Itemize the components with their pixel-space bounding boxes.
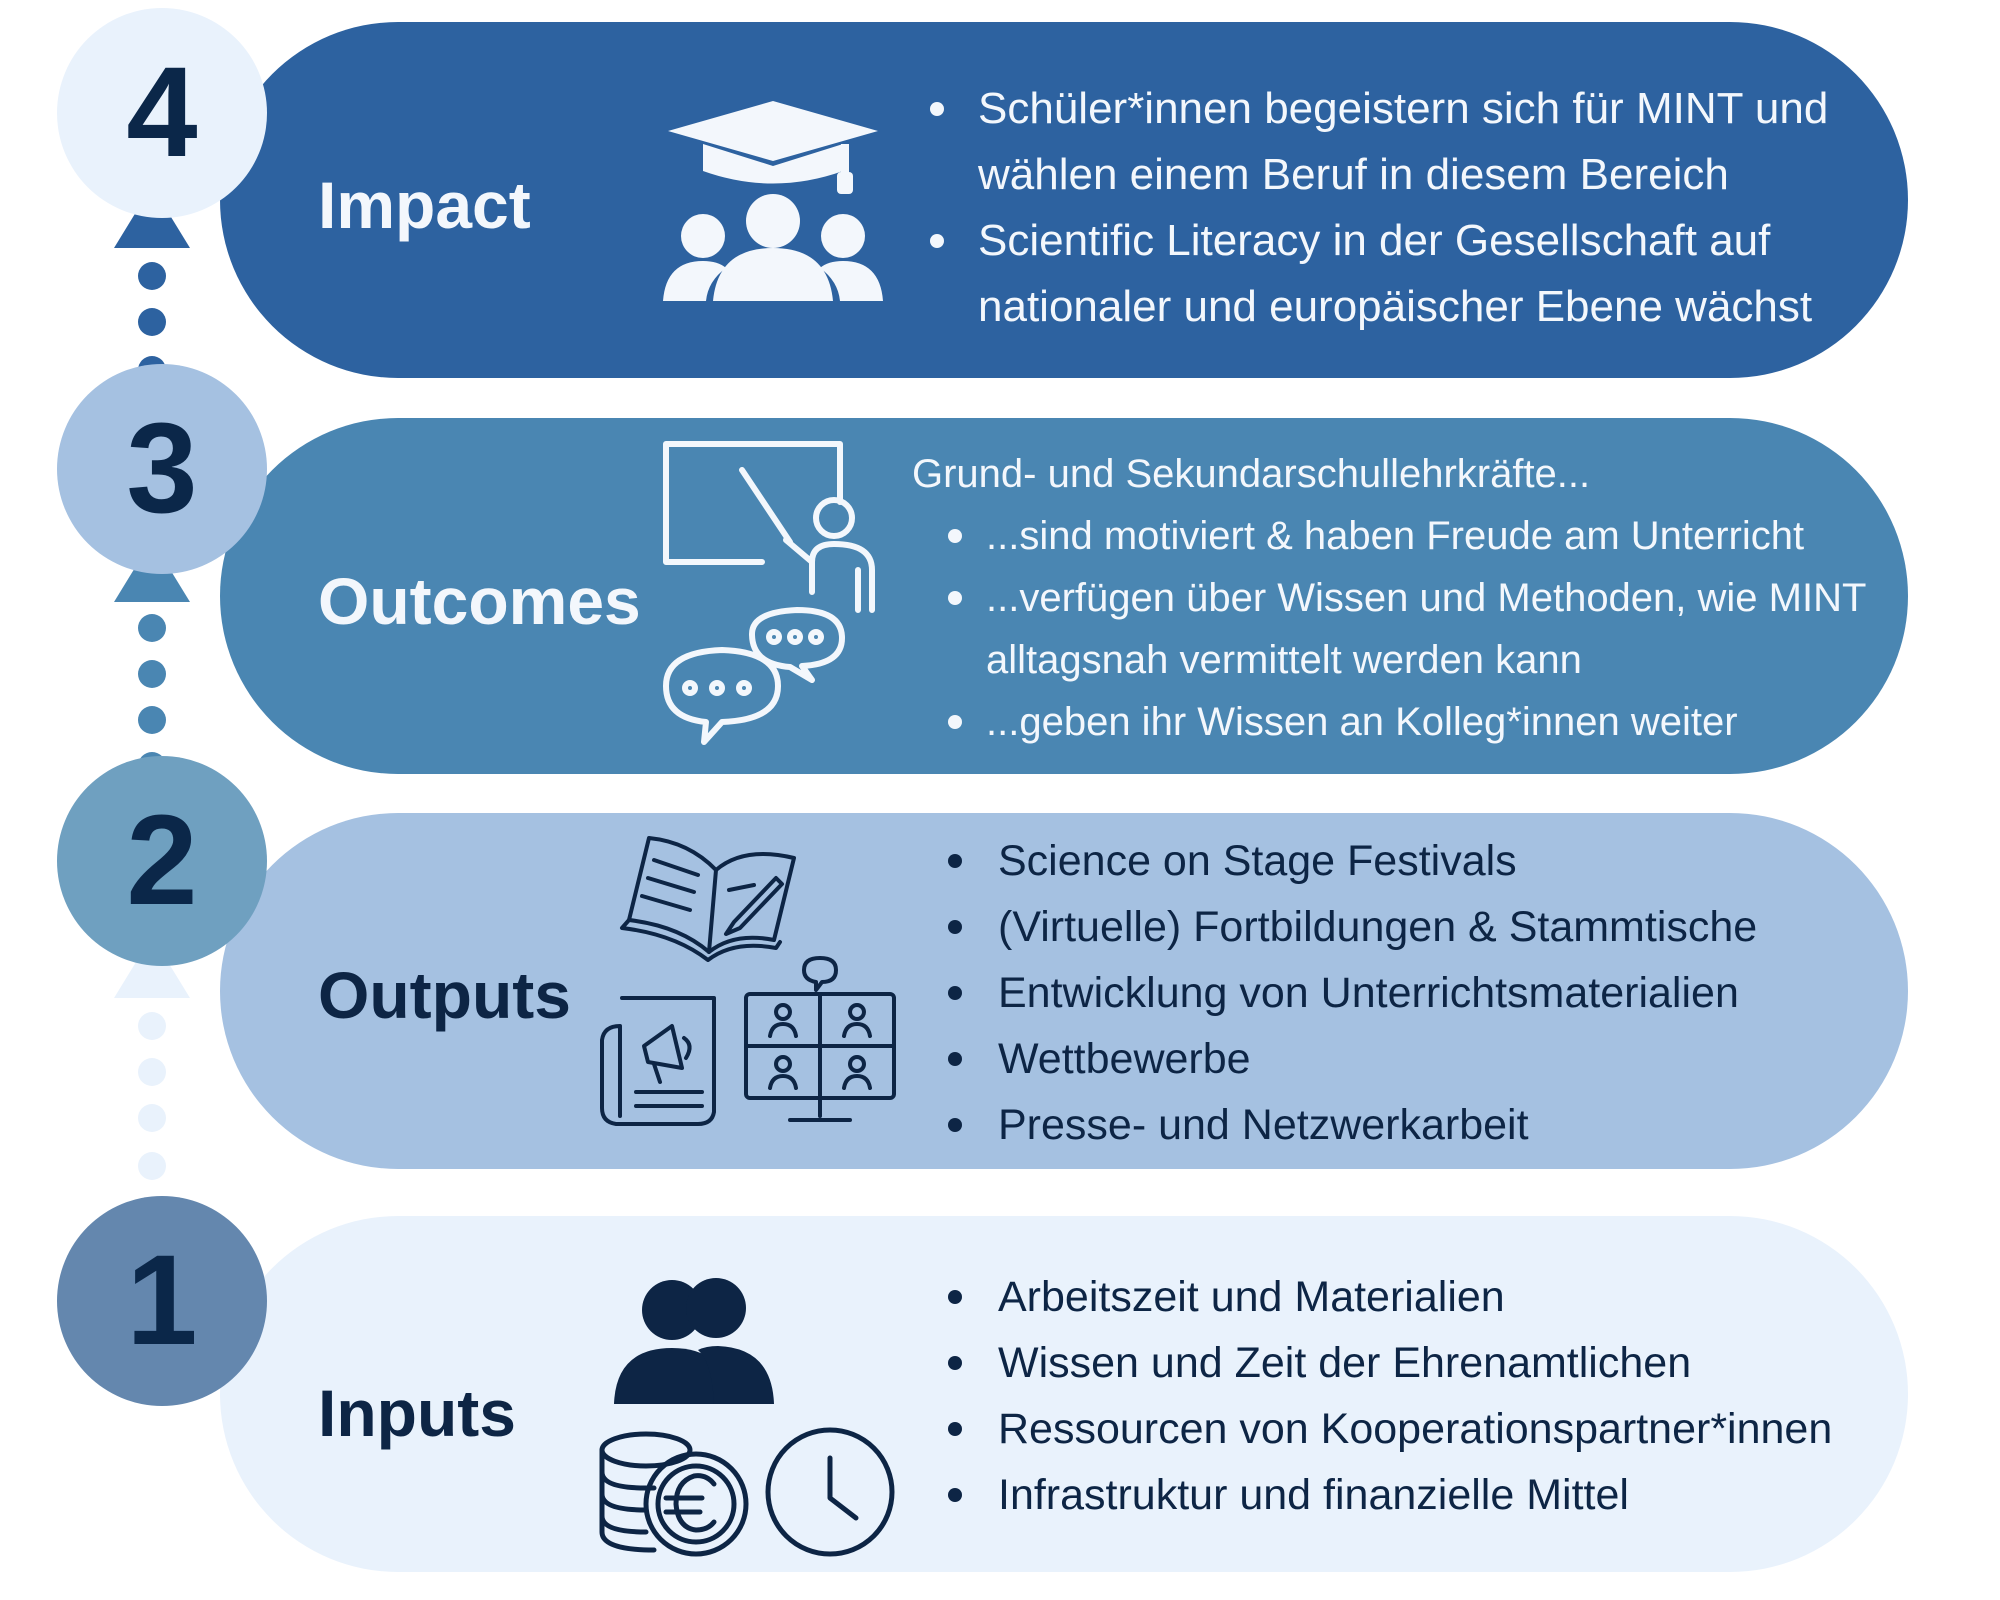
connector-dot [138,1058,166,1086]
inputs-list: Arbeitszeit und Materialien Wissen und Z… [940,1264,1910,1528]
list-item: Schüler*innen begeistern sich für MINT u… [922,76,1902,208]
impact-list: Schüler*innen begeistern sich für MINT u… [922,76,1902,340]
connector-dot [138,1104,166,1132]
teacher-board-chat-icon [663,441,875,745]
outputs-list: Science on Stage Festivals (Virtuelle) F… [940,828,1900,1158]
list-item: ...sind motiviert & haben Freude am Unte… [940,505,1910,567]
list-item: Ressourcen von Kooperationspartner*innen [940,1396,1910,1462]
outputs-title: Outputs [318,958,571,1032]
list-item: Presse- und Netzwerkarbeit [940,1092,1900,1158]
level-number-2: 2 [57,756,267,966]
outcomes-title: Outcomes [318,564,641,638]
list-item: Infrastruktur und finanzielle Mittel [940,1462,1910,1528]
list-item: (Virtuelle) Fortbildungen & Stammtische [940,894,1900,960]
level-number-1: 1 [57,1196,267,1406]
list-item: Science on Stage Festivals [940,828,1900,894]
connector-dot [138,1152,166,1180]
list-item: Wissen und Zeit der Ehrenamtlichen [940,1330,1910,1396]
outcomes-intro: Grund- und Sekundarschullehrkräfte... [912,452,1591,496]
impact-panel [220,22,1908,378]
book-press-video-icon [600,836,896,1126]
list-item: Scientific Literacy in der Gesellschaft … [922,208,1902,340]
connector-dot [138,262,166,290]
level-number-4: 4 [57,8,267,218]
list-item: ...verfügen über Wissen und Methoden, wi… [940,567,1910,691]
connector-dot [138,308,166,336]
outcomes-list: ...sind motiviert & haben Freude am Unte… [940,505,1910,753]
impact-title: Impact [318,168,531,242]
outcomes-panel [220,418,1908,774]
list-item: Wettbewerbe [940,1026,1900,1092]
list-item: Arbeitszeit und Materialien [940,1264,1910,1330]
inputs-panel [220,1216,1908,1572]
graduation-group-icon [663,101,883,301]
list-item: ...geben ihr Wissen an Kolleg*innen weit… [940,691,1910,753]
list-item: Entwicklung von Unterrichtsmaterialien [940,960,1900,1026]
connector-dot [138,706,166,734]
connector-dot [138,614,166,642]
inputs-title: Inputs [318,1376,516,1450]
connector-dot [138,660,166,688]
people-coins-clock-icon [599,1278,895,1557]
outputs-panel [220,813,1908,1169]
level-number-3: 3 [57,364,267,574]
connector-dot [138,1012,166,1040]
